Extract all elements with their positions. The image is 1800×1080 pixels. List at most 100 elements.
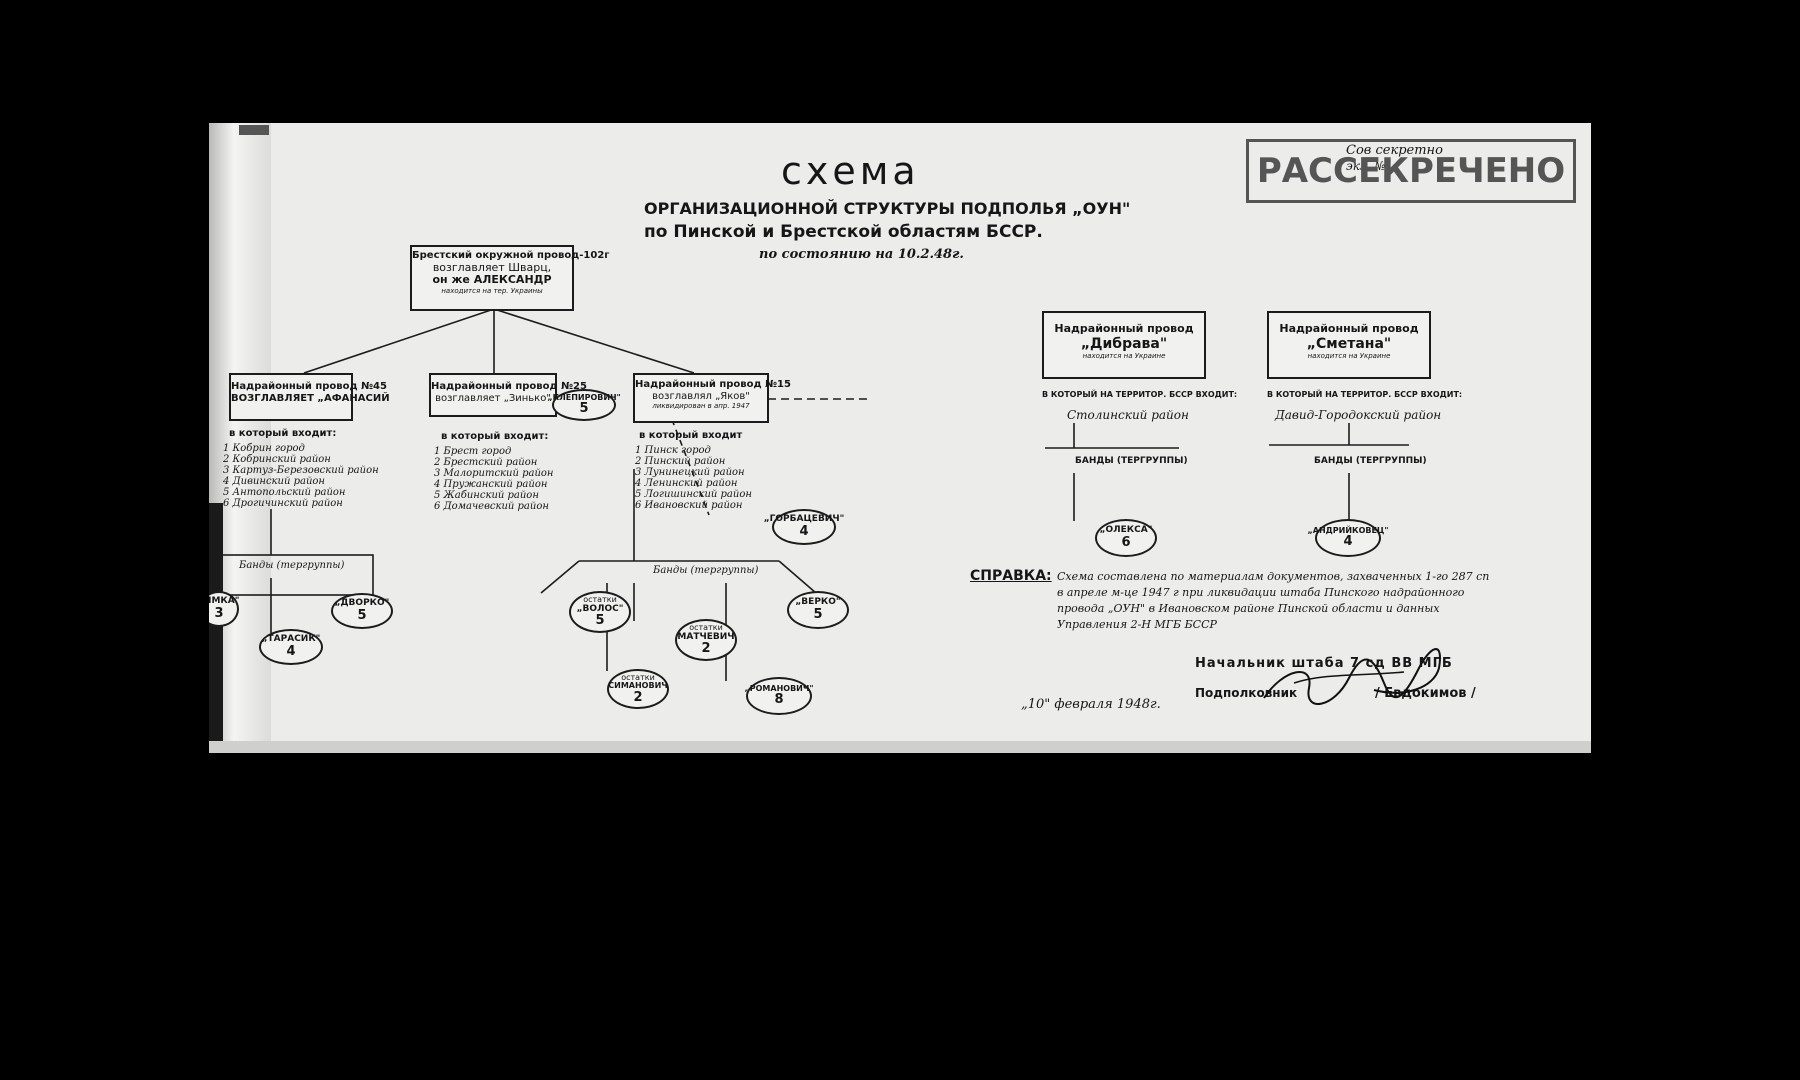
main-node-line4: находится на тер. Украины [441, 286, 543, 295]
unit-dibrava-district: Столинский район [1067, 408, 1189, 422]
unit-dibrava-line3: находится на Украине [1082, 351, 1166, 360]
band-yamka: „ЯМКА" 3 [209, 591, 239, 627]
list-item: 2 Пинский район [635, 456, 726, 467]
note-line: в апреле м-це 1947 г при ликвидации штаб… [1057, 586, 1465, 599]
band-name: „ТАРАСИК" [261, 634, 321, 645]
main-node-box: Брестский окружной провод-102г возглавля… [410, 245, 610, 311]
list-item: 5 Антопольский район [223, 487, 346, 498]
main-node-line3: он же АЛЕКСАНДР [432, 273, 552, 287]
line-15-to-gorbatsevich [663, 398, 710, 516]
band-dvorko: „ДВОРКО" 5 [331, 593, 393, 629]
band-count: 3 [214, 605, 224, 621]
stamp-copy: экз. №1 [1346, 159, 1394, 173]
branch-25-box: Надрайонный провод №25 возглавляет „Зинь… [429, 373, 587, 417]
band-romanovich: „РОМАНОВИЧ" 8 [744, 677, 814, 715]
branch-15-caption: в который входит [639, 430, 743, 441]
band-count: 5 [357, 607, 367, 623]
list-item: 1 Брест город [434, 446, 512, 457]
branch-45-box: Надрайонный провод №45 ВОЗГЛАВЛЯЕТ „АФАН… [229, 373, 390, 421]
band-gorbatsevich: „ГОРБАЦЕВИЧ" 4 [764, 509, 844, 545]
document-subtitle-1: ОРГАНИЗАЦИОННОЙ СТРУКТУРЫ ПОДПОЛЬЯ „ОУН" [644, 199, 1131, 218]
band-count: 2 [633, 689, 643, 705]
branch-25-line1: Надрайонный провод №25 [431, 381, 587, 392]
band-name: „ВОЛОС" [576, 603, 624, 614]
list-item: 3 Картуз-Березовский район [223, 465, 379, 476]
list-item: 1 Кобрин город [223, 443, 305, 454]
stamp-secrecy: Сов секретно [1346, 143, 1443, 158]
list-item: 4 Дивинский район [223, 476, 326, 487]
branch-15-list: 1 Пинск город 2 Пинский район 3 Лунинецк… [635, 445, 752, 511]
branch-45-caption: в который входит: [229, 428, 337, 439]
document-photo: схема ОРГАНИЗАЦИОННОЙ СТРУКТУРЫ ПОДПОЛЬЯ… [209, 123, 1591, 753]
list-item: 4 Пружанский район [434, 479, 548, 490]
band-name: „РОМАНОВИЧ" [744, 683, 814, 693]
branch-45-line1: Надрайонный провод №45 [231, 381, 387, 392]
note-line: провода „ОУН" в Ивановском районе Пинско… [1057, 602, 1440, 615]
list-item: 1 Пинск город [635, 445, 711, 456]
list-item: 4 Ленинский район [635, 478, 738, 489]
band-prefix: остатки [583, 595, 617, 605]
list-item: 2 Брестский район [434, 457, 538, 468]
line-main-to-45 [303, 308, 495, 374]
signature-date: „10" февраля 1948г. [1021, 697, 1161, 712]
unit-dibrava-line2: „Дибрава" [1080, 335, 1168, 352]
band-name: „ДВОРКО" [334, 598, 390, 609]
branch-15-line3: ликвидирован в апр. 1947 [652, 402, 750, 410]
signature-position-1: Начальник штаба 7 сд ВВ МГБ [1195, 656, 1453, 671]
unit-dibrava-box: Надрайонный провод „Дибрава" находится н… [1042, 311, 1206, 379]
document-subtitle-2: по Пинской и Брестской областям БССР. [644, 222, 1043, 242]
list-item: 3 Малоритский район [434, 468, 554, 479]
branch-15-box: Надрайонный провод №15 возглавлял „Яков"… [633, 373, 791, 423]
branch-45-bands-label: Банды (тергруппы) [239, 560, 345, 571]
band-count: 8 [774, 692, 784, 708]
document-date-line: по состоянию на 10.2.48г. [759, 247, 964, 262]
handwritten-signature [1263, 648, 1441, 705]
paper-bottom-edge [209, 741, 1591, 753]
band-oleksa: „ОЛЕКСА" 6 [1095, 519, 1157, 557]
bands-45-bracket [220, 554, 374, 596]
list-item: 2 Кобринский район [223, 454, 331, 465]
line-to-volos [540, 560, 580, 594]
band-name: МАТЧЕВИЧ [677, 631, 735, 642]
unit-smetana-line3: находится на Украине [1307, 351, 1391, 360]
branch-45-line2: ВОЗГЛАВЛЯЕТ „АФАНАСИЙ [231, 392, 390, 404]
unit-smetana-district: Давид-Городокский район [1275, 408, 1442, 422]
band-andriykovets: „АНДРИЙКОВЕЦ" 4 [1308, 519, 1389, 557]
paper-shadow [209, 503, 223, 753]
band-verko: „ВЕРКО" 5 [787, 591, 849, 629]
branch-25-caption: в который входит: [441, 431, 549, 442]
band-tarasik: „ТАРАСИК" 4 [259, 629, 323, 665]
signature-name: / Евдокимов / [1375, 686, 1476, 701]
unit-smetana-line1: Надрайонный провод [1279, 322, 1419, 335]
branch-25-line2: возглавляет „Зинько" [435, 392, 551, 404]
branch-45-list: 1 Кобрин город 2 Кобринский район 3 Карт… [223, 443, 379, 509]
band-prefix: остатки [689, 623, 723, 633]
band-volos: остатки „ВОЛОС" 5 [569, 591, 631, 633]
note-line: Управления 2-Н МГБ БССР [1057, 618, 1217, 631]
band-name: „ОЛЕКСА" [1099, 525, 1153, 536]
band-matchevich: остатки МАТЧЕВИЧ 2 [675, 619, 737, 661]
list-item: 5 Логишинский район [635, 489, 752, 500]
band-klepirovich: „КЛЕПИРОВИЧ" 5 [547, 389, 621, 421]
unit-smetana-caption: В КОТОРЫЙ НА ТЕРРИТОР. БССР ВХОДИТ: [1267, 390, 1463, 399]
unit-dibrava-caption: В КОТОРЫЙ НА ТЕРРИТОР. БССР ВХОДИТ: [1042, 390, 1238, 399]
list-item: 6 Домачевский район [434, 501, 549, 512]
band-count: 5 [579, 401, 589, 417]
list-item: 6 Дрогичинский район [223, 498, 343, 509]
band-count: 5 [595, 613, 605, 629]
band-count: 4 [286, 643, 296, 659]
unit-smetana-line2: „Сметана" [1306, 335, 1392, 352]
main-node-line1: Брестский окружной провод-102г [412, 250, 610, 261]
list-item: 3 Лунинецкий район [635, 467, 745, 478]
list-item: 6 Ивановский район [635, 500, 743, 511]
band-count: 4 [1343, 534, 1353, 550]
band-count: 4 [799, 523, 809, 539]
band-name: „ЯМКА" [209, 596, 240, 607]
band-count: 5 [813, 606, 823, 622]
band-count: 2 [701, 641, 711, 657]
band-name: „ВЕРКО" [795, 597, 841, 608]
note-line: Схема составлена по материалам документо… [1057, 570, 1490, 583]
band-count: 6 [1121, 534, 1131, 550]
band-prefix: остатки [621, 672, 655, 682]
line-to-verko [778, 560, 817, 594]
